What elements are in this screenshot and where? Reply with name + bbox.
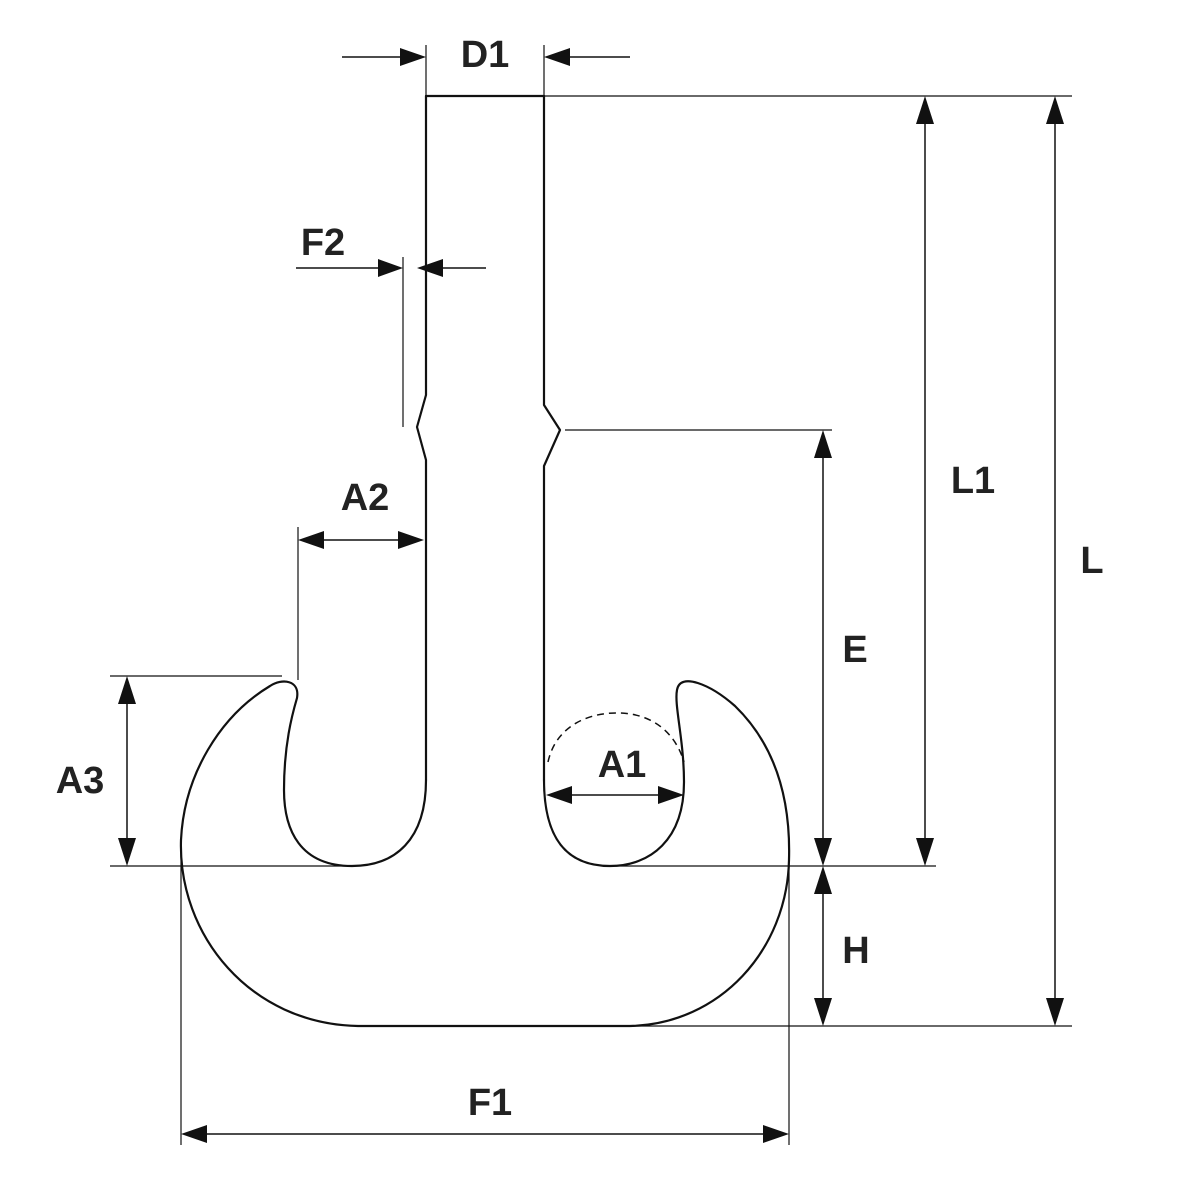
label-h: H xyxy=(842,930,869,972)
label-d1: D1 xyxy=(461,34,510,76)
label-f1: F1 xyxy=(468,1082,512,1124)
dimension-a3: A3 xyxy=(56,676,136,866)
dimension-f1: F1 xyxy=(181,1082,789,1143)
dimension-h: H xyxy=(814,866,870,1026)
label-a1: A1 xyxy=(598,744,647,786)
label-e: E xyxy=(842,629,867,671)
label-l1: L1 xyxy=(951,460,995,502)
label-a2: A2 xyxy=(341,477,390,519)
dimension-l: L xyxy=(1046,96,1104,1026)
label-a3: A3 xyxy=(56,760,105,802)
dimension-d1: D1 xyxy=(342,34,630,76)
dimension-a1: A1 xyxy=(546,744,684,804)
dimension-l1: L1 xyxy=(916,96,995,866)
dimension-f2: F2 xyxy=(296,222,486,277)
label-l: L xyxy=(1080,540,1103,582)
extension-lines xyxy=(110,45,1072,1145)
dimension-e: E xyxy=(814,430,868,866)
dimension-a2: A2 xyxy=(298,477,424,549)
hook-outline xyxy=(179,94,791,1028)
a1-reference-circle xyxy=(547,712,685,763)
label-f2: F2 xyxy=(301,222,345,264)
